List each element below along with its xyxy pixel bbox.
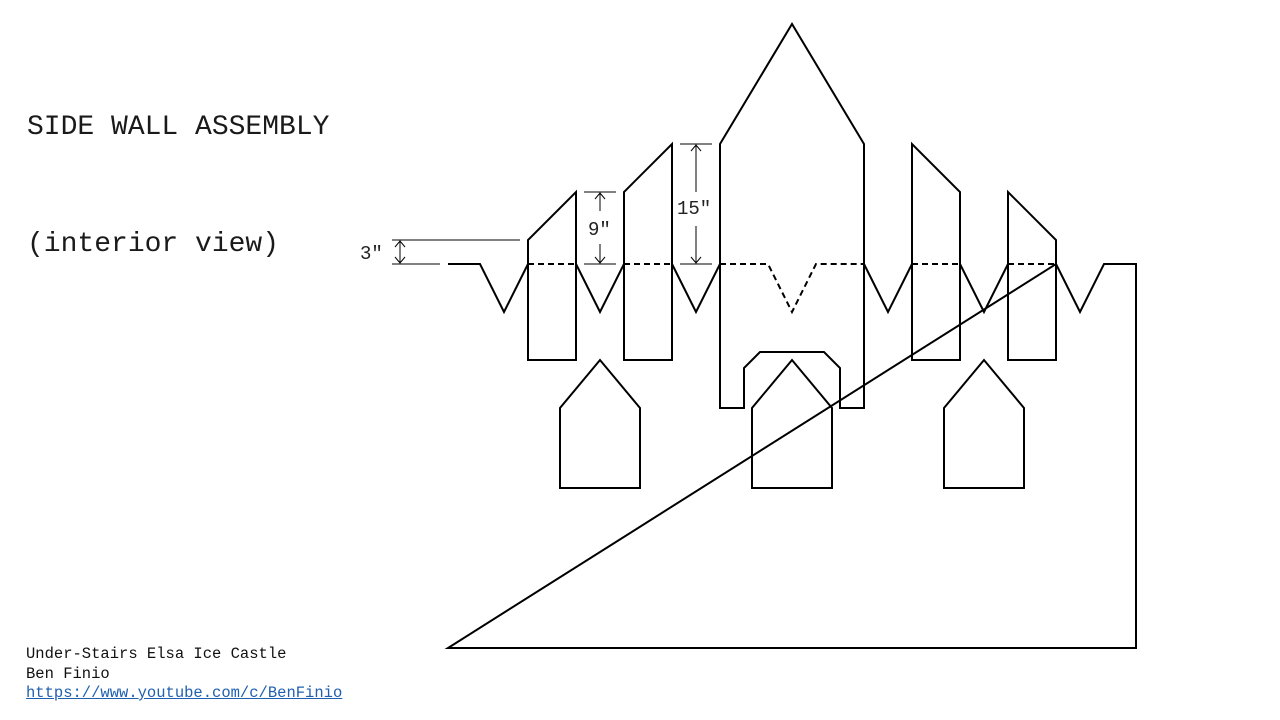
tower-2 bbox=[623, 141, 673, 361]
base-wall-outline bbox=[444, 262, 1137, 649]
dimension-9in bbox=[584, 191, 616, 265]
author-name: Ben Finio bbox=[26, 664, 110, 683]
dimension-3in bbox=[392, 239, 520, 265]
window-center bbox=[751, 358, 833, 489]
dimension-label-9in: 9″ bbox=[588, 219, 611, 241]
tower-4 bbox=[1007, 189, 1057, 361]
title-line-2: (interior view) bbox=[27, 229, 280, 260]
fold-line-center bbox=[720, 263, 864, 315]
tower-3 bbox=[911, 141, 961, 361]
dimension-15in bbox=[680, 143, 712, 265]
window-left bbox=[559, 358, 641, 489]
youtube-link[interactable]: https://www.youtube.com/c/BenFinio bbox=[26, 684, 343, 702]
footer-credits: Under-Stairs Elsa Ice Castle Ben Finio h… bbox=[26, 645, 342, 704]
center-spire bbox=[719, 22, 865, 409]
tower-1 bbox=[527, 189, 577, 361]
diagram-title: SIDE WALL ASSEMBLY (interior view) bbox=[27, 30, 329, 303]
dimension-label-15in: 15″ bbox=[677, 198, 711, 220]
project-name: Under-Stairs Elsa Ice Castle bbox=[26, 645, 287, 663]
dimension-label-3in: 3″ bbox=[360, 243, 383, 265]
title-line-1: SIDE WALL ASSEMBLY bbox=[27, 112, 330, 143]
window-right bbox=[943, 358, 1025, 489]
